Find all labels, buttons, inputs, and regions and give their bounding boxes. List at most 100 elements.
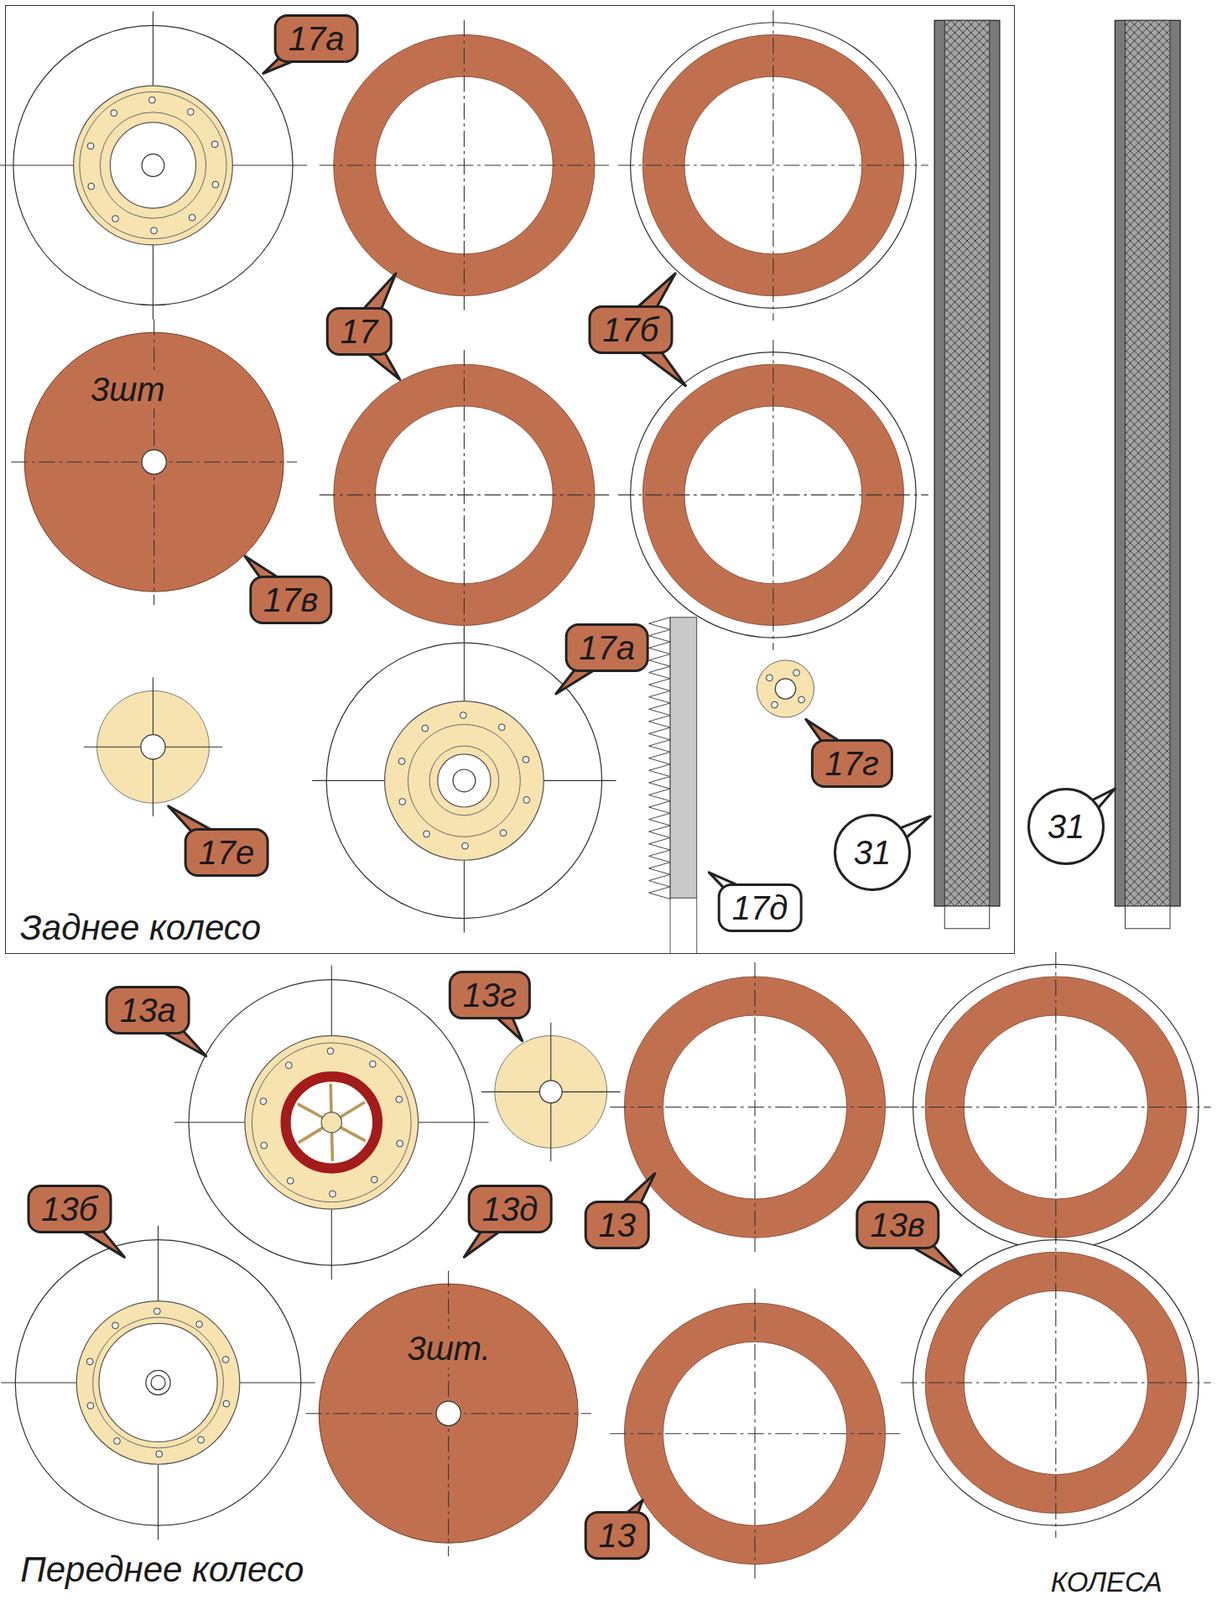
axle-hole xyxy=(141,154,165,177)
hub-hole xyxy=(109,122,196,209)
callout-number: 13б xyxy=(26,1184,112,1233)
axle-hole xyxy=(452,769,476,792)
bolt-head xyxy=(260,1097,267,1105)
axle-hole xyxy=(140,734,166,760)
bolt-head xyxy=(222,1356,229,1363)
hub-strip xyxy=(670,617,697,898)
hub-cap xyxy=(321,1112,342,1133)
callout-number: 17а xyxy=(274,14,359,63)
bolt-head xyxy=(327,1047,334,1055)
bolt-head xyxy=(329,1190,337,1197)
small-hub xyxy=(756,660,814,718)
callout-number: 13 xyxy=(584,1200,651,1249)
sheet-caption: КОЛЕСА xyxy=(1050,1565,1163,1599)
bolt-head xyxy=(112,1321,120,1329)
axle-hole xyxy=(436,1400,462,1426)
callout-number: 17г xyxy=(810,738,893,788)
axle-hole xyxy=(145,1369,171,1394)
sheet-caption: Заднее колесо xyxy=(20,907,261,948)
bolt-head xyxy=(793,669,801,677)
axle-hole xyxy=(539,1080,562,1103)
tread-strip xyxy=(1114,20,1181,906)
callout-number: 31 xyxy=(1027,787,1105,865)
sheet-frame: 3штЗаднее колесо xyxy=(5,5,1015,954)
tread-strip xyxy=(934,20,1000,906)
axle-hole xyxy=(141,449,167,474)
hub-flange xyxy=(76,1300,240,1465)
wheel-disc: 3шт. xyxy=(317,1282,579,1544)
center-line xyxy=(754,962,755,1252)
center-line xyxy=(1055,951,1056,1263)
callout-number: 17д xyxy=(717,883,803,932)
hub-hole xyxy=(98,1322,218,1441)
callout-number: 17б xyxy=(587,305,673,354)
callout-number: 13д xyxy=(468,1184,553,1233)
center-line xyxy=(1055,1227,1056,1538)
center-line xyxy=(772,339,774,651)
bolt-head xyxy=(148,96,156,104)
bolt-head xyxy=(523,796,531,804)
bolt-head xyxy=(286,1177,294,1185)
hub-flange xyxy=(73,85,234,245)
center-line xyxy=(463,349,465,640)
bolt-head xyxy=(798,696,806,703)
hub-spoke xyxy=(297,1103,323,1118)
hub-line xyxy=(408,724,521,838)
hub-spoke xyxy=(330,1132,334,1161)
bolt-head xyxy=(370,1175,378,1183)
hub-hole xyxy=(286,1076,378,1168)
bolt-head xyxy=(112,215,120,223)
hub-line xyxy=(429,745,500,816)
bolt-head xyxy=(399,798,406,806)
bolt-head xyxy=(211,140,219,148)
bolt-head xyxy=(462,842,469,849)
sheet-caption: Переднее колесо xyxy=(20,1548,304,1591)
bolt-head xyxy=(88,182,95,190)
bolt-head xyxy=(212,181,219,188)
tread-pattern xyxy=(944,20,990,906)
callout-number: 17в xyxy=(249,575,333,625)
bolt-head xyxy=(766,674,774,682)
wheel-disc: 3шт xyxy=(23,331,285,593)
hub-line xyxy=(251,1042,411,1202)
bolt-head xyxy=(153,1307,161,1315)
bolt-head xyxy=(188,213,196,221)
bolt-head xyxy=(423,830,431,838)
bolt-head xyxy=(395,1095,403,1103)
hub-line xyxy=(79,91,227,239)
hub-line xyxy=(93,1316,224,1448)
axle-hole xyxy=(150,1374,166,1389)
quantity-note: 3шт. xyxy=(403,1328,494,1368)
bolt-head xyxy=(260,1141,268,1149)
glue-tab xyxy=(944,905,990,929)
bolt-head xyxy=(421,724,429,732)
glue-teeth xyxy=(649,617,671,900)
center-line xyxy=(900,1381,1212,1383)
bolt-head xyxy=(87,1402,94,1410)
callout-number: 13в xyxy=(856,1200,940,1249)
bolt-head xyxy=(285,1061,292,1069)
hub-hole xyxy=(437,754,491,807)
hub-flange xyxy=(384,701,545,861)
bolt-head xyxy=(156,1450,163,1457)
bolt-head xyxy=(398,757,406,765)
bolt-head xyxy=(223,1399,230,1407)
center-line xyxy=(618,164,929,166)
glue-tab xyxy=(1125,905,1171,929)
center-line xyxy=(772,10,774,321)
bolt-head xyxy=(187,109,194,116)
callout-number: 17а xyxy=(564,623,650,672)
bolt-head xyxy=(197,1435,205,1443)
callout-number: 13а xyxy=(105,985,191,1035)
strip-line xyxy=(696,897,697,954)
red-rim xyxy=(286,1076,378,1168)
bolt-head xyxy=(114,1437,121,1445)
bolt-head xyxy=(771,701,779,708)
callout-number: 31 xyxy=(833,813,911,891)
quantity-note: 3шт xyxy=(87,369,169,409)
bolt-head xyxy=(499,829,507,837)
bolt-head xyxy=(459,712,467,719)
center-line xyxy=(463,20,465,310)
